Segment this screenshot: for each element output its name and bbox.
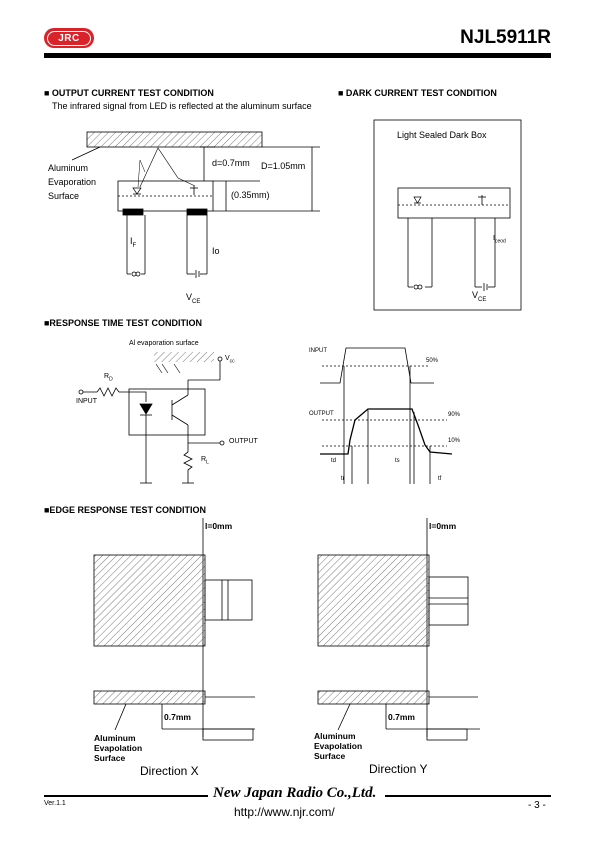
surface-line-1: Aluminum [48,163,89,173]
vce-main: V [186,292,193,302]
jrc-logo: JRC [44,28,94,48]
part-number: NJL5911R [460,27,551,48]
edge-y-surface-1: Aluminum [314,731,356,741]
logo-text: JRC [47,30,91,46]
edge-y-l-label: l=0mm [429,521,457,531]
d-dimension-label: d=0.7mm [212,158,250,168]
dark-current-figure [373,119,522,311]
direction-y-label: Direction Y [369,762,428,776]
big-d-dimension-label: D=1.05mm [261,161,306,171]
website-link[interactable]: http://www.njr.com/ [234,805,335,819]
page-number: - 3 - [528,800,546,811]
footer-rule-right [385,795,551,797]
response-circuit [78,352,225,484]
rd-label: RD [104,373,113,382]
direction-x-label: Direction X [140,764,199,778]
al-surface-label: Al evaporation surface [129,340,199,347]
if-main: I [130,236,133,246]
edge-x-surface-2: Evapolation [94,743,143,753]
header-rule [44,53,551,58]
io-label: Io [212,246,220,256]
edge-y-surface-2: Evapolation [314,741,363,751]
rl-label: RL [201,456,209,465]
company-name: New Japan Radio Co.,Ltd. [213,785,377,801]
pct50-label: 50% [426,358,439,364]
dark-vce-sub: CE [478,296,487,303]
tf-label: tf [438,476,442,482]
rl-sub: L [206,459,209,466]
edge-response-title: ■EDGE RESPONSE TEST CONDITION [44,505,206,515]
dark-current-title: ■ DARK CURRENT TEST CONDITION [338,88,497,98]
circuit-input-label: INPUT [76,398,97,405]
dark-box-label: Light Sealed Dark Box [397,130,487,140]
pct90-label: 90% [448,412,461,418]
edge-y-surface-3: Surface [314,751,346,761]
iceod-sub: ceod [494,238,506,245]
surface-line-2: Evaporation [48,177,97,187]
surface-line-3: Surface [48,191,80,201]
wave-input-label: INPUT [309,348,327,354]
edge-direction-x-figure [93,518,255,741]
rd-main: R [104,373,110,380]
if-label: IF [130,236,136,249]
response-time-title: ■RESPONSE TIME TEST CONDITION [44,318,202,328]
edge-x-surface-1: Aluminum [94,733,136,743]
vce-label: VCE [186,292,200,305]
aluminum-surface-label: Aluminum Evaporation Surface [48,161,96,203]
edge-x-gap-label: 0.7mm [164,712,191,722]
edge-x-l-label: l=0mm [205,521,233,531]
tr-label: tr [341,476,345,482]
dark-vce-label: VCE [472,290,486,303]
rd-sub: D [109,376,113,383]
iceod-label: Iceod [493,235,506,244]
edge-x-surface-label: Aluminum Evapolation Surface [94,733,142,763]
wave-output-label: OUTPUT [309,411,334,417]
vcc-label: Vcc [225,355,235,364]
footer-rule-left [44,795,208,797]
vce-sub: CE [192,298,201,305]
ts-label: ts [395,458,400,464]
edge-x-surface-3: Surface [94,753,126,763]
vcc-main: V [225,355,230,362]
output-current-title: ■ OUTPUT CURRENT TEST CONDITION [44,88,214,98]
output-current-figure [71,131,320,278]
thickness-label: (0.35mm) [231,190,270,200]
response-waveforms [320,347,453,484]
edge-y-gap-label: 0.7mm [388,712,415,722]
iceod-main: I [493,235,495,242]
edge-direction-y-figure [317,518,480,741]
edge-y-surface-label: Aluminum Evapolation Surface [314,731,362,761]
vcc-sub: cc [229,358,235,365]
circuit-output-label: OUTPUT [229,438,258,445]
rl-main: R [201,456,207,463]
version-label: Ver.1.1 [44,800,66,807]
pct10-label: 10% [448,438,461,444]
output-current-note: The infrared signal from LED is reflecte… [52,101,312,111]
dark-vce-main: V [472,290,479,300]
td-label: td [331,458,337,464]
if-sub: F [132,242,137,249]
